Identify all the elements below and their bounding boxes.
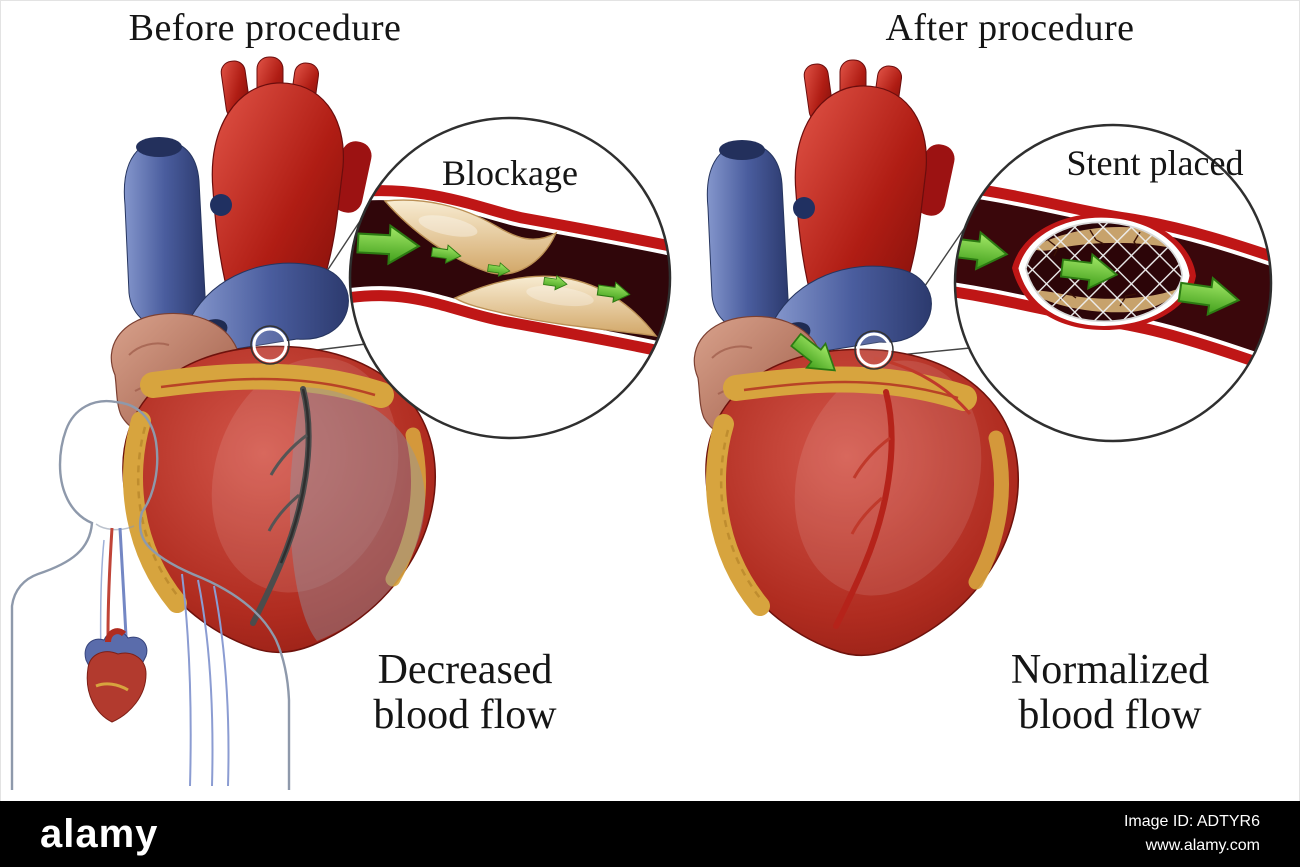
ischemic-gray-region <box>289 387 426 641</box>
website-url: www.alamy.com <box>1145 837 1260 854</box>
stent-inset <box>953 123 1273 443</box>
footer-bar: alamy Image ID: ADTYR6 www.alamy.com <box>0 801 1300 867</box>
patient-figure <box>10 399 291 790</box>
before-caption-line1: Decreased <box>377 647 553 693</box>
image-id: Image ID: ADTYR6 <box>1123 813 1260 830</box>
heart-diagram-art <box>10 0 1273 790</box>
open-coronary-artery <box>833 389 895 629</box>
image-meta: Image ID: ADTYR6 www.alamy.com <box>1124 810 1260 858</box>
alamy-logo: alamy <box>40 812 159 856</box>
before-caption-line2: blood flow <box>373 692 557 739</box>
mini-heart <box>84 628 148 723</box>
after-caption: Normalized blood flow <box>930 647 1290 739</box>
heart-before <box>111 57 435 652</box>
plaque-bottom <box>453 275 658 337</box>
stent-label: Stent placed <box>1066 143 1244 183</box>
before-caption: Decreased blood flow <box>290 647 640 739</box>
marker-circle-after <box>856 332 892 368</box>
after-caption-line2: blood flow <box>1018 692 1202 739</box>
heart-after <box>694 60 1018 655</box>
marker-circle-before <box>252 327 288 363</box>
after-caption-line1: Normalized <box>1010 647 1210 693</box>
after-title: After procedure <box>885 7 1135 49</box>
before-title: Before procedure <box>128 7 402 49</box>
blockage-inset <box>348 116 672 440</box>
blockage-label: Blockage <box>442 153 578 193</box>
